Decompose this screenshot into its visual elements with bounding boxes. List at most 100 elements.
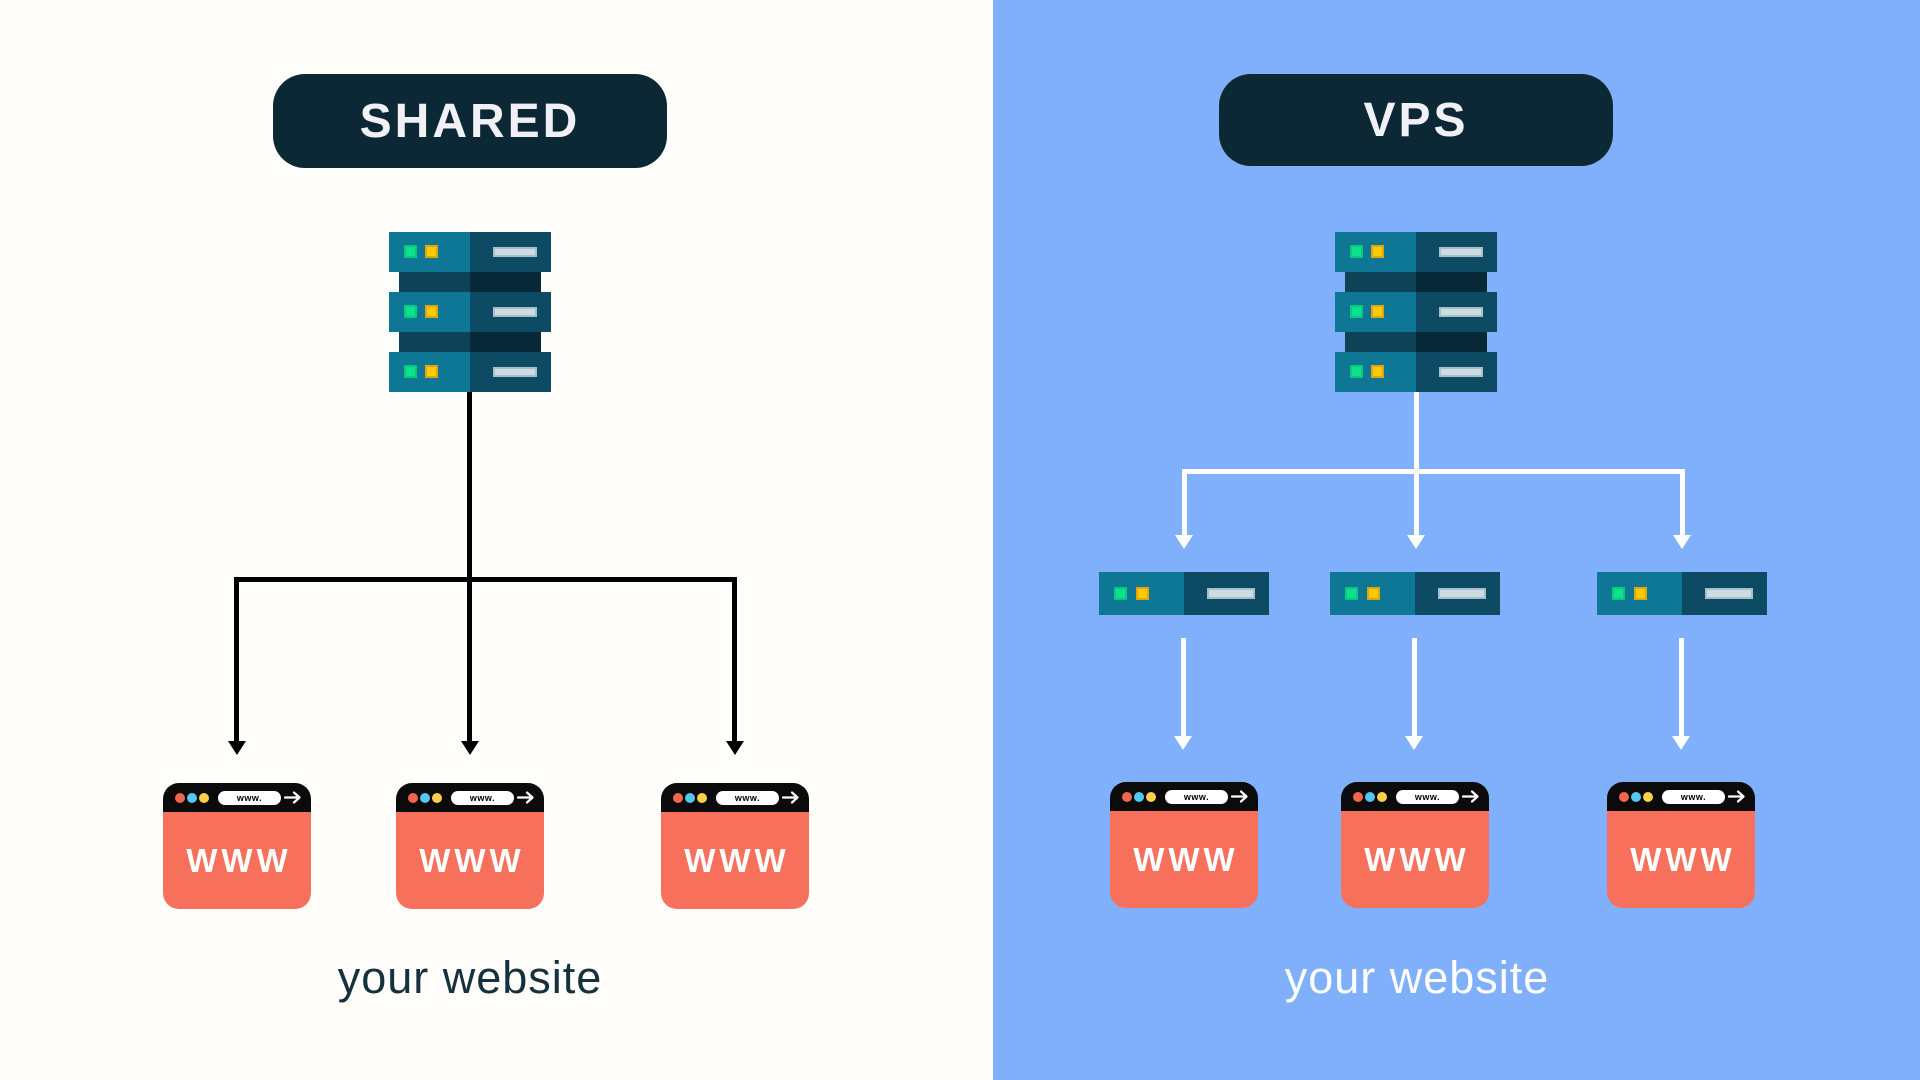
- browser-dot-red-icon: [1122, 791, 1132, 802]
- website-label: WWW: [163, 812, 311, 909]
- server-led-green-icon: [404, 305, 417, 318]
- connector-line: [1182, 469, 1187, 536]
- server-drive-bar-icon: [493, 307, 537, 317]
- browser-titlebar: www.: [1607, 782, 1755, 811]
- website-label: WWW: [1341, 811, 1489, 908]
- arrowhead-icon: [1673, 535, 1691, 549]
- connector-line: [467, 392, 472, 741]
- server-led-green-icon: [1350, 365, 1363, 378]
- server-unit-icon: [389, 352, 551, 392]
- server-led-green-icon: [1612, 587, 1625, 600]
- server-led-green-icon: [1350, 305, 1363, 318]
- server-unit-icon: [1335, 352, 1497, 392]
- address-bar: www.: [1396, 789, 1459, 804]
- browser-dot-blue-icon: [1631, 791, 1641, 802]
- arrowhead-icon: [1175, 535, 1193, 549]
- address-bar: www.: [218, 790, 281, 805]
- shared-caption: your website: [337, 952, 603, 1003]
- server-drive-bar-icon: [493, 247, 537, 257]
- website-label: WWW: [1607, 811, 1755, 908]
- connector-line: [1680, 469, 1685, 536]
- browser-dot-blue-icon: [187, 792, 197, 803]
- shared-title-badge: SHARED: [273, 74, 667, 168]
- server-connector-icon: [1345, 332, 1487, 352]
- server-drive-bar-icon: [1705, 588, 1753, 599]
- shared-title-label: SHARED: [359, 94, 581, 148]
- server-connector-icon: [399, 272, 541, 292]
- connector-line: [1414, 392, 1419, 536]
- server-led-yellow-icon: [1634, 587, 1647, 600]
- vps-instance-icon: [1597, 572, 1767, 615]
- vps-server-stack-icon: [1335, 232, 1497, 392]
- connector-line: [1412, 638, 1417, 737]
- browser-dot-yellow-icon: [697, 792, 707, 803]
- browser-titlebar: www.: [1341, 782, 1489, 811]
- browser-dot-yellow-icon: [1643, 791, 1653, 802]
- connector-line: [234, 577, 737, 582]
- server-led-yellow-icon: [1136, 587, 1149, 600]
- server-led-yellow-icon: [425, 245, 438, 258]
- browser-window: www. WWW: [661, 783, 809, 909]
- server-drive-bar-icon: [1439, 247, 1483, 257]
- server-unit-icon: [389, 232, 551, 272]
- browser-dot-blue-icon: [685, 792, 695, 803]
- browser-dot-red-icon: [175, 792, 185, 803]
- address-bar: www.: [1662, 789, 1725, 804]
- forward-arrow-icon: [1728, 790, 1745, 803]
- server-unit-icon: [1335, 292, 1497, 332]
- browser-window: www. WWW: [1341, 782, 1489, 908]
- vps-instance-icon: [1099, 572, 1269, 615]
- address-bar: www.: [451, 790, 514, 805]
- server-drive-bar-icon: [1439, 307, 1483, 317]
- connector-line: [234, 577, 239, 741]
- server-drive-bar-icon: [1207, 588, 1255, 599]
- browser-titlebar: www.: [396, 783, 544, 812]
- arrowhead-icon: [228, 741, 246, 755]
- browser-titlebar: www.: [1110, 782, 1258, 811]
- server-unit-icon: [389, 292, 551, 332]
- server-led-yellow-icon: [1371, 245, 1384, 258]
- shared-server-stack-icon: [389, 232, 551, 392]
- server-led-yellow-icon: [425, 365, 438, 378]
- server-led-green-icon: [404, 245, 417, 258]
- server-led-green-icon: [1350, 245, 1363, 258]
- address-bar: www.: [716, 790, 779, 805]
- browser-dot-blue-icon: [420, 792, 430, 803]
- server-connector-icon: [1345, 272, 1487, 292]
- address-bar: www.: [1165, 789, 1228, 804]
- browser-window: www. WWW: [396, 783, 544, 909]
- vps-title-badge: VPS: [1219, 74, 1613, 166]
- arrowhead-icon: [726, 741, 744, 755]
- browser-titlebar: www.: [163, 783, 311, 812]
- forward-arrow-icon: [1462, 790, 1479, 803]
- vps-instance-icon: [1330, 572, 1500, 615]
- browser-dot-yellow-icon: [1377, 791, 1387, 802]
- server-unit-icon: [1335, 232, 1497, 272]
- arrowhead-icon: [1407, 535, 1425, 549]
- connector-line: [1181, 638, 1186, 737]
- server-led-yellow-icon: [1371, 365, 1384, 378]
- browser-dot-blue-icon: [1134, 791, 1144, 802]
- forward-arrow-icon: [1231, 790, 1248, 803]
- server-led-yellow-icon: [425, 305, 438, 318]
- browser-window: www. WWW: [1110, 782, 1258, 908]
- arrowhead-icon: [1672, 736, 1690, 750]
- browser-dot-red-icon: [1619, 791, 1629, 802]
- browser-titlebar: www.: [661, 783, 809, 812]
- website-label: WWW: [396, 812, 544, 909]
- browser-dot-blue-icon: [1365, 791, 1375, 802]
- browser-dot-yellow-icon: [432, 792, 442, 803]
- browser-dot-yellow-icon: [1146, 791, 1156, 802]
- forward-arrow-icon: [284, 791, 301, 804]
- server-led-yellow-icon: [1367, 587, 1380, 600]
- connector-line: [1182, 469, 1685, 474]
- website-label: WWW: [1110, 811, 1258, 908]
- browser-window: www. WWW: [1607, 782, 1755, 908]
- website-label: WWW: [661, 812, 809, 909]
- server-led-green-icon: [1345, 587, 1358, 600]
- browser-dot-red-icon: [1353, 791, 1363, 802]
- browser-dot-yellow-icon: [199, 792, 209, 803]
- vps-caption: your website: [1284, 952, 1550, 1003]
- browser-dot-red-icon: [673, 792, 683, 803]
